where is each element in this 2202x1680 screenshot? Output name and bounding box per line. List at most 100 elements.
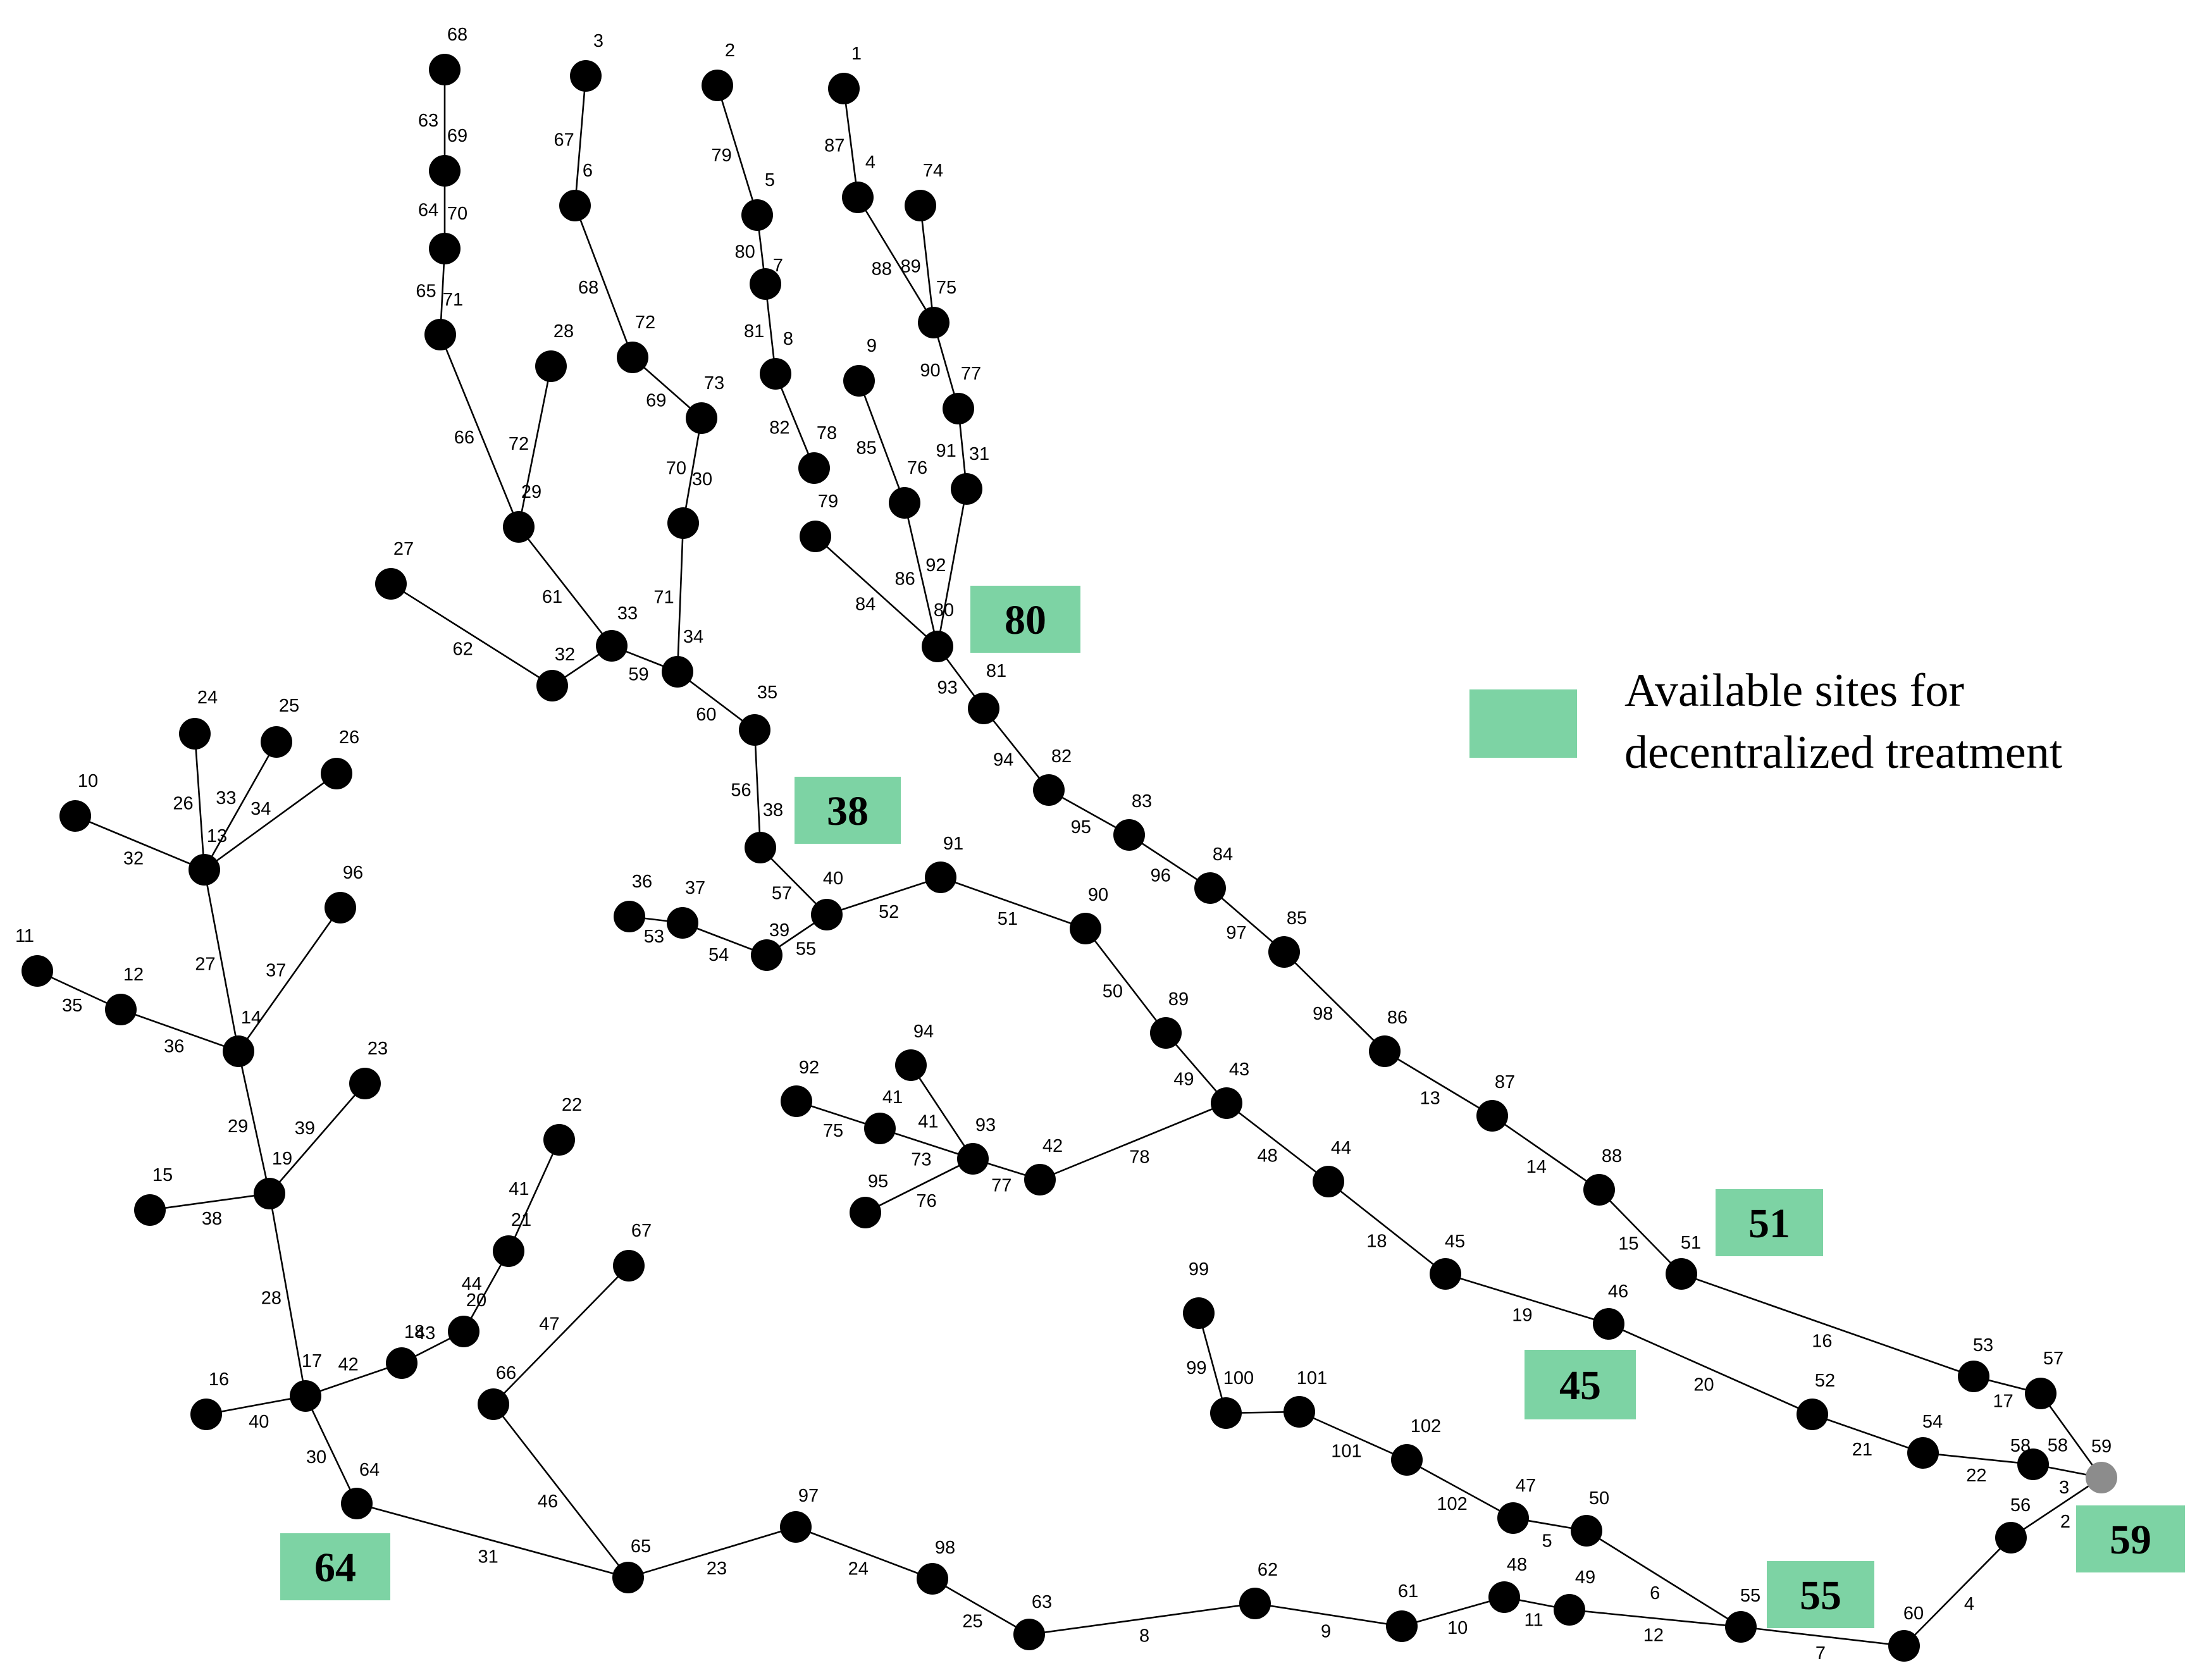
- junction-node-label: 81: [986, 661, 1006, 681]
- pipe-edge-label: 21: [1852, 1440, 1872, 1460]
- junction-node: [1476, 1100, 1508, 1132]
- pipe-edge-label: 51: [998, 909, 1018, 929]
- junction-node: [739, 714, 770, 746]
- pipe-edge-label: 2: [2060, 1512, 2070, 1532]
- junction-node-label: 72: [635, 312, 655, 333]
- junction-node: [617, 342, 648, 373]
- junction-node: [1268, 936, 1300, 968]
- pipe-edge: [1129, 834, 1211, 889]
- pipe-edge: [1226, 1102, 1329, 1183]
- junction-node: [662, 656, 693, 688]
- pipe-edge-label: 64: [418, 201, 438, 221]
- pipe-edge-label: 15: [1618, 1234, 1638, 1254]
- pipe-edge-labels: 6364656667686970717261625960565779808182…: [62, 111, 2070, 1664]
- legend: Available sites for decentralized treatm…: [1469, 665, 2063, 779]
- junction-node: [1666, 1258, 1697, 1290]
- junction-node: [1239, 1588, 1271, 1619]
- junction-node-label: 98: [935, 1538, 955, 1558]
- pipe-edge: [857, 197, 935, 323]
- junction-node-label: 79: [818, 491, 838, 512]
- junction-node-label: 59: [2091, 1436, 2112, 1457]
- junction-node: [889, 487, 920, 519]
- junction-node-label: 73: [704, 373, 724, 393]
- junction-node: [429, 233, 461, 264]
- treatment-site-label: 51: [1748, 1201, 1790, 1247]
- pipe-edge-label: 32: [123, 849, 144, 869]
- junction-node-label: 40: [823, 868, 843, 889]
- pipe-edge-label: 24: [848, 1559, 869, 1579]
- junction-node-label: 21: [511, 1210, 531, 1230]
- junction-node-label: 84: [1213, 844, 1233, 865]
- pipe-edge-label: 33: [216, 788, 236, 808]
- junction-node-label: 96: [343, 863, 363, 883]
- pipe-edge: [1586, 1529, 1741, 1628]
- pipe-edge-label: 68: [578, 278, 598, 298]
- treatment-site-label: 38: [827, 788, 869, 834]
- pipe-edge: [1283, 951, 1385, 1052]
- pipe-edge: [268, 1193, 307, 1397]
- pipe-edge-label: 57: [772, 883, 792, 903]
- junction-node: [917, 1563, 948, 1595]
- pipe-edge-label: 47: [539, 1314, 559, 1334]
- junction-node: [1113, 819, 1145, 851]
- junction-node: [448, 1316, 479, 1347]
- junction-node: [667, 907, 698, 939]
- junction-node: [850, 1197, 881, 1228]
- pipe-edge: [982, 708, 1050, 791]
- junction-node-label: 100: [1223, 1368, 1254, 1388]
- junction-node-label: 20: [466, 1290, 486, 1311]
- junction-node: [1210, 1397, 1242, 1429]
- junction-node-label: 13: [207, 826, 227, 846]
- junction-node-label: 5: [765, 170, 775, 190]
- junction-node: [341, 1488, 373, 1519]
- pipe-edge: [574, 205, 634, 358]
- junction-node-label: 27: [393, 539, 414, 559]
- junction-node-label: 32: [555, 645, 575, 665]
- pipe-edge: [826, 876, 941, 916]
- pipe-edge-label: 84: [855, 594, 875, 614]
- junction-node-label: 56: [2010, 1495, 2031, 1516]
- pipe-edge: [120, 1008, 239, 1053]
- pipe-edge: [1254, 1602, 1402, 1628]
- junction-node: [290, 1380, 321, 1412]
- junction-node-label: 91: [943, 834, 963, 854]
- junction-node: [536, 670, 568, 701]
- junction-node: [59, 800, 91, 832]
- treatment-site-label: 80: [1005, 597, 1046, 643]
- pipe-edge-label: 61: [542, 587, 562, 607]
- treatment-site-label: 59: [2110, 1517, 2151, 1563]
- pipe-edge-label: 7: [1815, 1643, 1826, 1664]
- treatment-site-box: [1716, 1189, 1823, 1256]
- pipe-edge-label: 12: [1643, 1625, 1664, 1645]
- junction-node-label: 64: [359, 1460, 380, 1480]
- junction-node-label: 4: [865, 152, 875, 173]
- junction-node-label: 71: [443, 290, 463, 310]
- pipe-edge: [149, 1192, 270, 1211]
- junction-node: [105, 994, 137, 1025]
- pipe-edge: [356, 1502, 629, 1579]
- pipe-edge-label: 81: [744, 321, 764, 342]
- junction-node-label: 67: [631, 1221, 652, 1241]
- pipe-edge-label: 98: [1313, 1004, 1333, 1024]
- junction-node-label: 34: [683, 627, 703, 647]
- pipe-edges: [37, 70, 2103, 1647]
- junction-node-label: 44: [1331, 1138, 1351, 1158]
- pipe-edge-label: 48: [1258, 1146, 1278, 1166]
- junction-node-label: 74: [923, 161, 943, 181]
- junction-node: [686, 402, 717, 434]
- junction-node: [596, 630, 628, 662]
- pipe-edge-label: 4: [1964, 1594, 1974, 1614]
- junction-node-label: 38: [763, 800, 783, 820]
- junction-node: [1554, 1594, 1585, 1626]
- pipe-edge-label: 13: [1420, 1088, 1440, 1108]
- pipe-edge-label: 88: [872, 259, 892, 279]
- pipe-edge: [919, 205, 935, 323]
- pipe-edge-label: 28: [261, 1288, 281, 1309]
- junction-node-label: 42: [1042, 1136, 1063, 1156]
- pipe-edge-label: 19: [1512, 1305, 1532, 1325]
- junction-node-label: 8: [783, 329, 793, 349]
- junction-node-label: 11: [15, 926, 34, 946]
- junction-node: [918, 307, 949, 338]
- junction-node: [828, 73, 860, 104]
